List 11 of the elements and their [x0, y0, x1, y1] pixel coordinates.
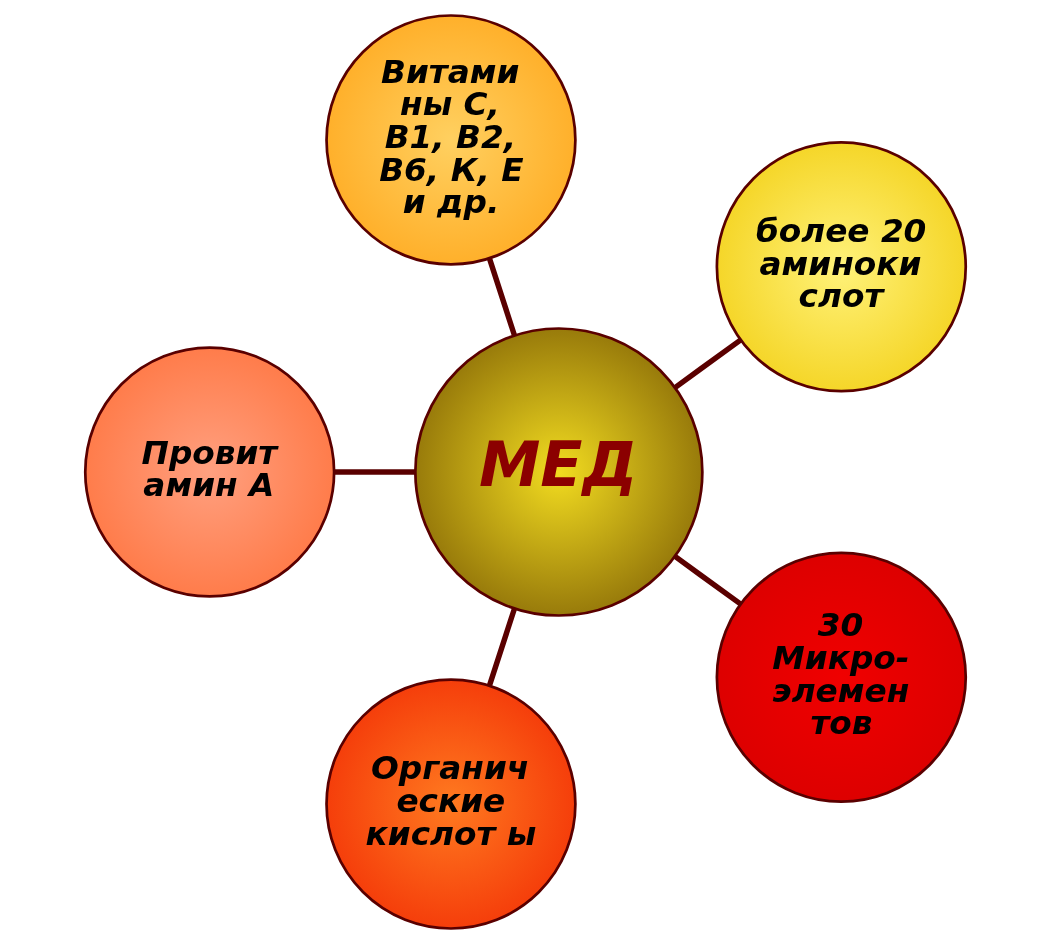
- node-circle: МЕД: [413, 327, 704, 617]
- connector: [486, 257, 517, 337]
- node-circle: Провит амин А: [83, 346, 335, 598]
- connector: [673, 337, 742, 390]
- connector: [333, 469, 415, 475]
- node-circle: Витами ны С, В1, В2, В6, К, Е и др.: [324, 14, 577, 266]
- node-circle: Органич еские кислот ы: [324, 678, 577, 930]
- node-circle: 30 Микро- элемен тов: [715, 551, 967, 803]
- connector: [486, 607, 517, 687]
- node-circle: более 20 аминоки слот: [715, 141, 967, 393]
- connector: [673, 554, 742, 607]
